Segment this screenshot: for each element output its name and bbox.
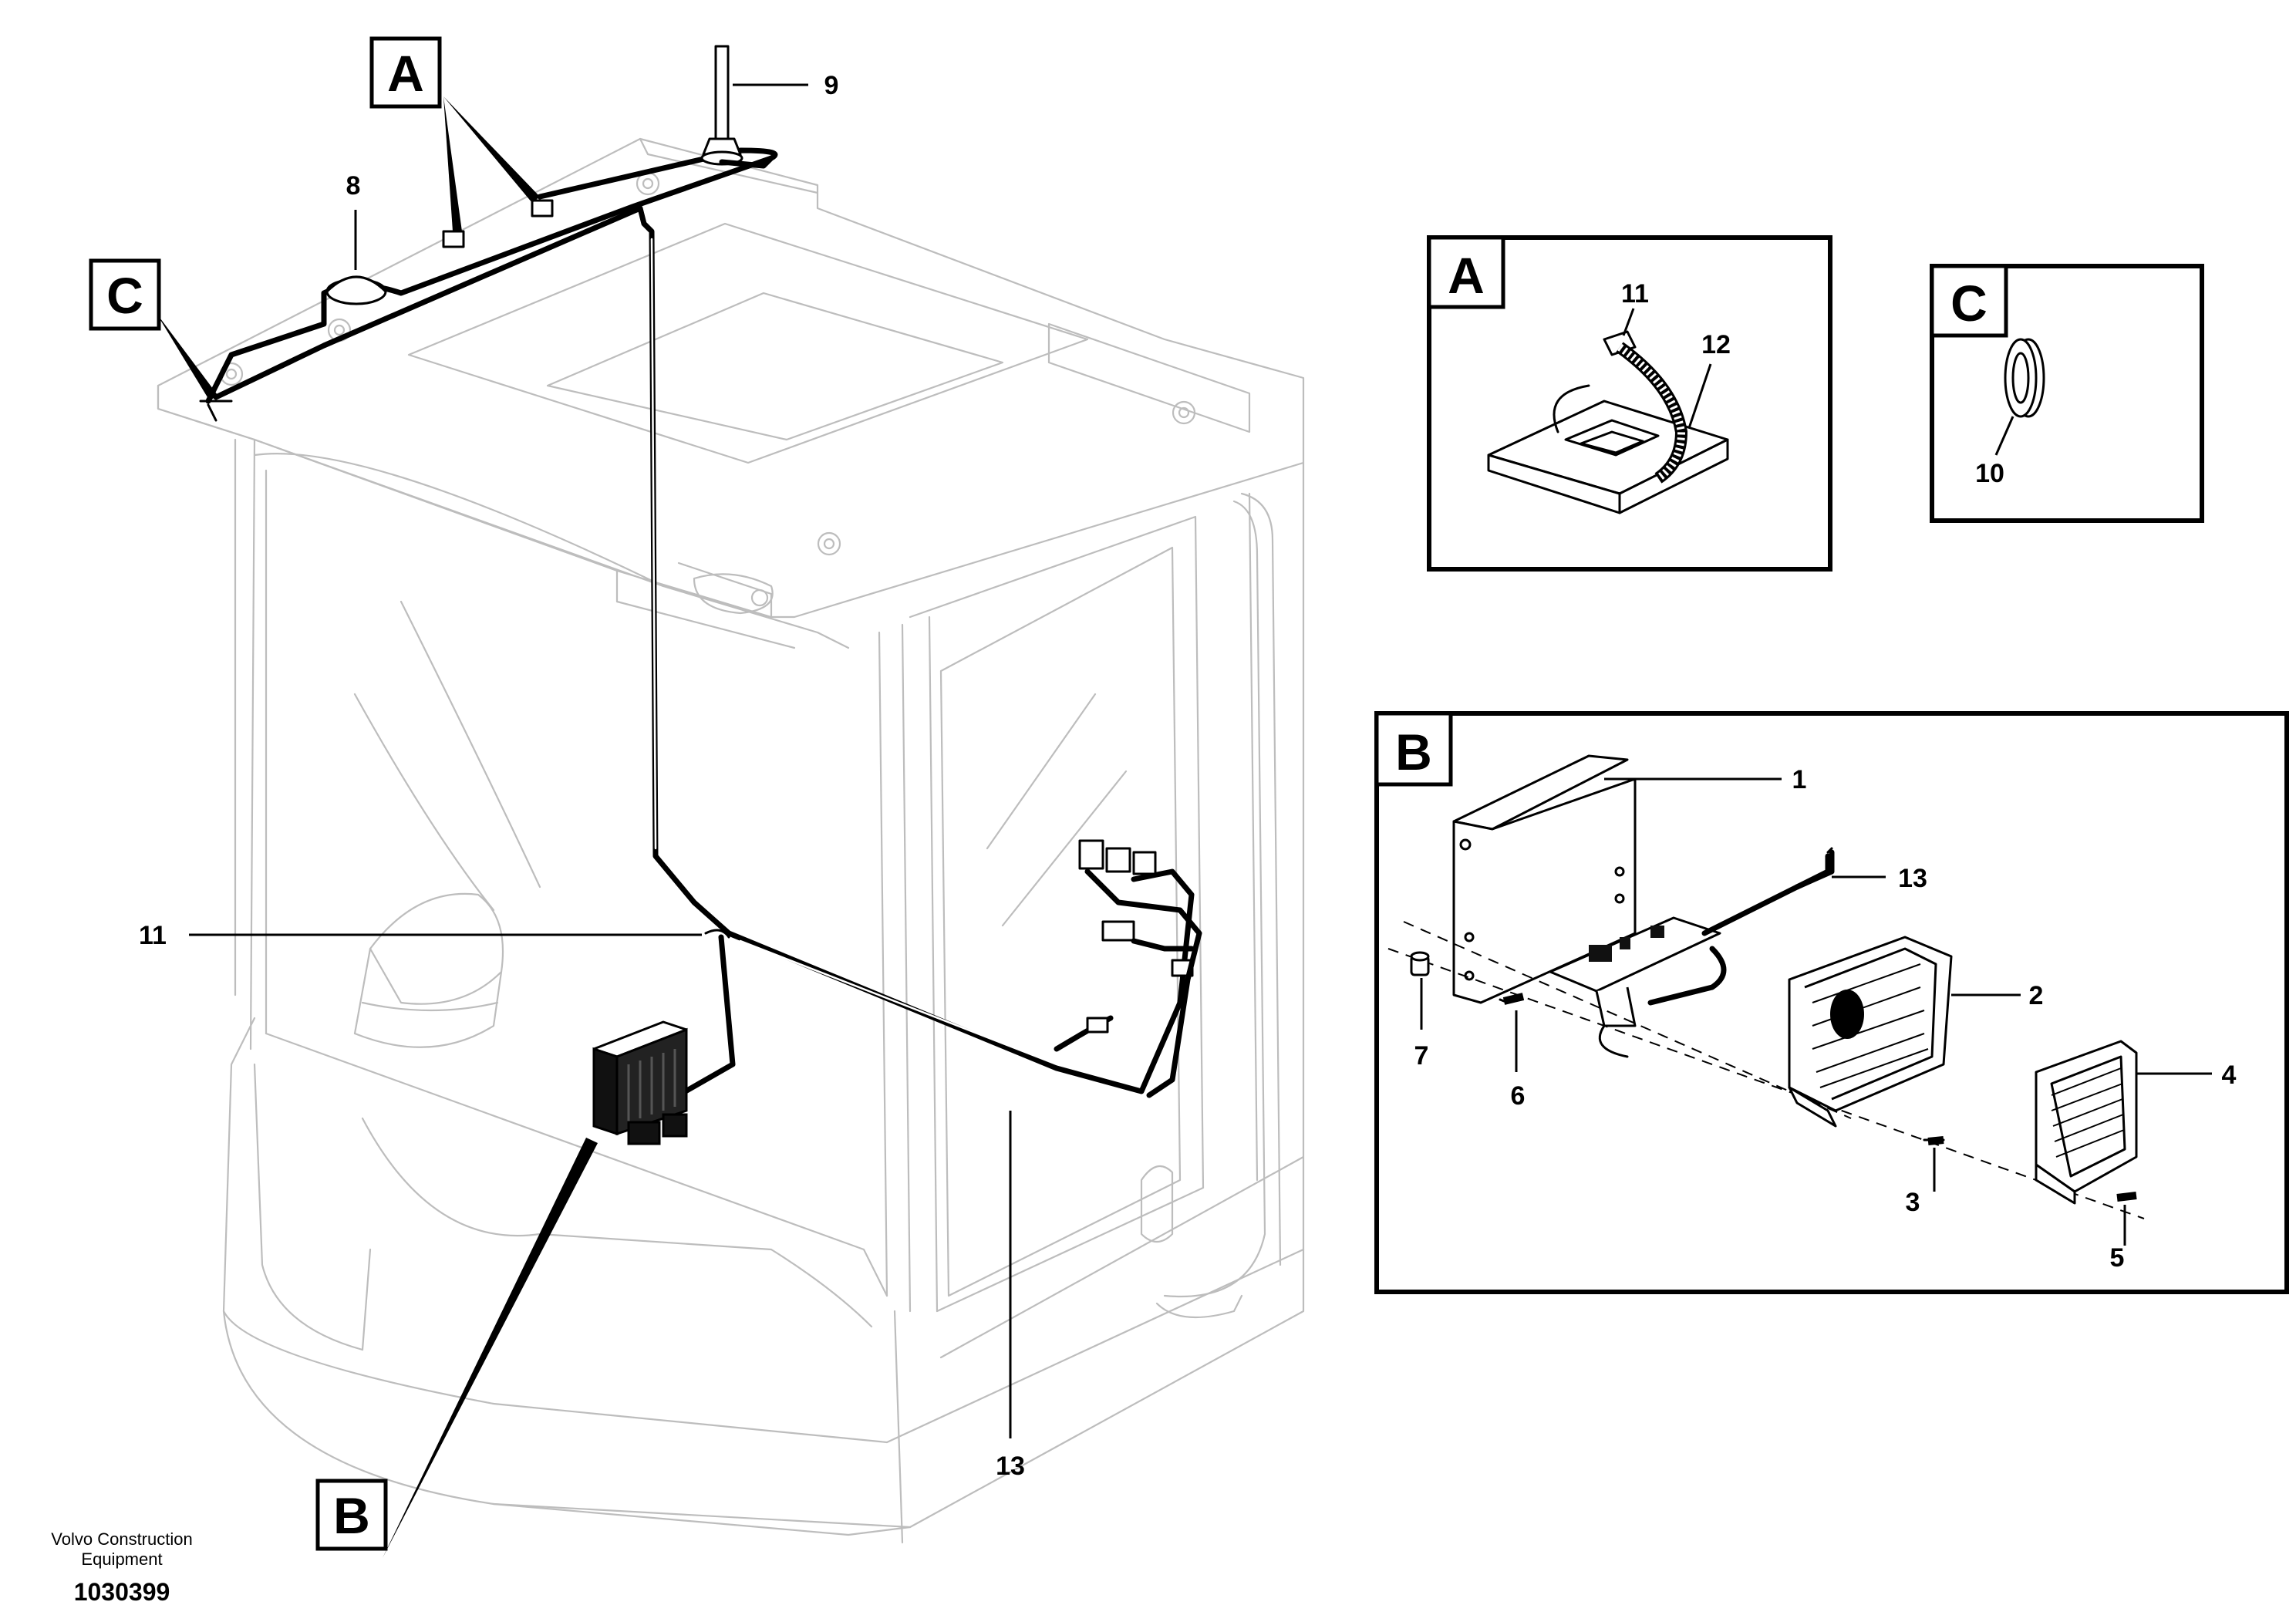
callout-13: 13 [996, 1452, 1025, 1481]
detail-b-callout-1: 1 [1792, 765, 1807, 794]
main-leaders [156, 83, 1012, 1558]
callout-11: 11 [139, 921, 167, 950]
detail-c: C 10 [1930, 264, 2204, 523]
detail-b: B [1374, 711, 2289, 1294]
control-module [592, 1020, 688, 1145]
detail-a-callout-12: 12 [1701, 330, 1731, 359]
company-name-line2: Equipment [81, 1549, 162, 1569]
ref-box-a[interactable]: A [369, 36, 442, 109]
circuit-board [1549, 847, 1835, 1058]
detail-c-label: C [1950, 275, 1988, 332]
detail-b-callout-13: 13 [1898, 864, 1927, 893]
detail-a-label: A [1448, 247, 1485, 304]
cable-clip [442, 230, 465, 248]
callout-8: 8 [346, 171, 361, 201]
roof-connector [325, 275, 387, 305]
detail-b-callout-6: 6 [1511, 1081, 1526, 1111]
detail-b-label: B [1395, 723, 1432, 781]
svg-text:B: B [333, 1487, 370, 1544]
drawing-number: 1030399 [74, 1578, 170, 1606]
cable-clip [531, 199, 554, 218]
detail-b-callout-2: 2 [2029, 981, 2044, 1010]
grommet-detail [2004, 338, 2045, 418]
ref-box-b[interactable]: B [315, 1479, 388, 1551]
grommet [199, 400, 233, 422]
detail-c-callout-10: 10 [1975, 459, 2004, 488]
detail-a-callout-11: 11 [1621, 279, 1649, 309]
detail-b-callout-4: 4 [2222, 1061, 2237, 1090]
detail-b-callout-7: 7 [1414, 1041, 1429, 1071]
svg-text:C: C [106, 267, 143, 324]
cab-illustration [157, 137, 1305, 1544]
screw-5 [2116, 1192, 2137, 1202]
company-name-line1: Volvo Construction [51, 1529, 192, 1549]
callout-9: 9 [824, 71, 839, 100]
main-callouts: 9 8 11 13 [139, 71, 1025, 1481]
screw-3 [1923, 1136, 1945, 1145]
detail-b-callout-5: 5 [2110, 1243, 2125, 1273]
wiring-harness [199, 45, 1202, 1145]
antenna [700, 45, 774, 169]
clip-base [1487, 400, 1729, 514]
svg-text:A: A [387, 45, 424, 102]
cable-tie-detail [1553, 330, 1688, 484]
lamp-housing [1788, 936, 1953, 1128]
spacer [1410, 951, 1430, 976]
detail-b-callout-3: 3 [1906, 1188, 1920, 1217]
footer: Volvo Construction Equipment 1030399 [51, 1529, 192, 1606]
door-connectors [1078, 839, 1202, 1098]
ref-box-c[interactable]: C [89, 258, 161, 331]
cable-tie [704, 929, 730, 939]
screw-6 [1499, 993, 1525, 1005]
lens-cover [2035, 1040, 2138, 1205]
detail-a: A 11 12 [1427, 235, 1832, 572]
